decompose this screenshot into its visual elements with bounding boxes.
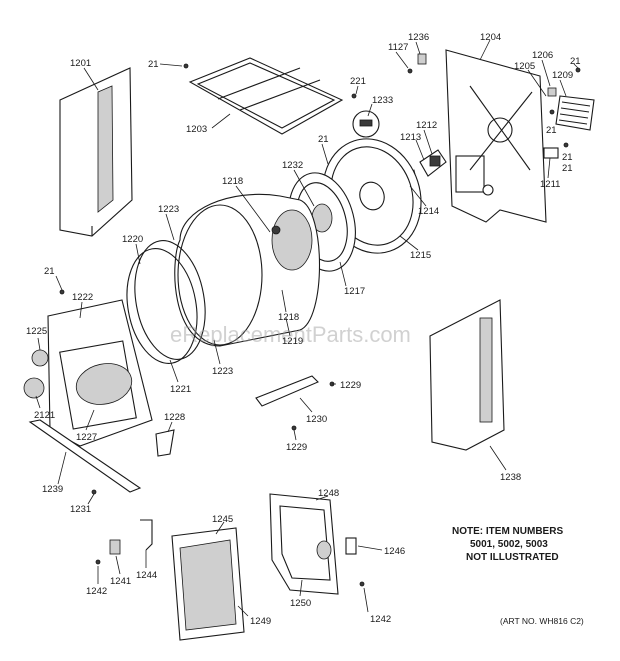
front-panel: [47, 289, 153, 447]
callout-label: 1239: [42, 484, 63, 495]
callout-label: 1245: [212, 514, 233, 525]
callout-label: 1229: [340, 380, 361, 391]
note-line-1: NOTE: ITEM NUMBERS: [452, 526, 563, 537]
callout-label: 1238: [500, 472, 521, 483]
foot-part: [155, 429, 175, 457]
callout-label: 1213: [400, 132, 421, 143]
callout-label: 1242: [86, 586, 107, 597]
callout-label: 1231: [70, 504, 91, 515]
callout-label: 1220: [122, 234, 143, 245]
callout-label: 1242: [370, 614, 391, 625]
latch-part: [345, 537, 357, 555]
door-switch-parts: [23, 349, 49, 399]
right-side-panel: [429, 299, 505, 451]
callout-label: 21: [44, 266, 55, 277]
callout-label: 1236: [408, 32, 429, 43]
callout-label: 21: [562, 152, 573, 163]
callout-label: 1221: [170, 384, 191, 395]
access-panel: [171, 527, 245, 641]
callout-label: 1127: [388, 42, 408, 53]
callout-label: 1201: [70, 58, 91, 69]
rear-clips: [407, 53, 427, 74]
callout-label: 1249: [250, 616, 271, 627]
callout-label: 1205: [514, 61, 535, 72]
callout-label: 1212: [416, 120, 437, 131]
callout-label: 1218: [278, 312, 299, 323]
vent-grille: [543, 67, 595, 159]
note-block: NOTE: ITEM NUMBERS 5001, 5002, 5003 NOT …: [452, 526, 563, 563]
callout-label: 21: [148, 59, 159, 70]
left-side-panel: [59, 67, 133, 237]
callout-label: 1211: [540, 179, 560, 190]
callout-label: 21: [318, 134, 329, 145]
callout-label: 1230: [306, 414, 327, 425]
callout-label: 1228: [164, 412, 185, 423]
callout-label: 1232: [282, 160, 303, 171]
callout-label: 21: [570, 56, 581, 67]
callout-label: 1233: [372, 95, 393, 106]
leader-lines: [35, 39, 579, 617]
callout-label: 2121: [34, 410, 55, 421]
bracket: [255, 375, 335, 431]
watermark: eReplacementParts.com: [170, 322, 411, 347]
art-number: (ART NO. WH816 C2): [500, 616, 584, 626]
callout-label: 1218: [222, 176, 243, 187]
callout-label: 1215: [410, 250, 431, 261]
callout-label: 21: [562, 163, 573, 174]
callout-label: 1244: [136, 570, 157, 581]
callout-label: 1222: [72, 292, 93, 303]
rear-panel: [445, 49, 547, 223]
callout-label: 1223: [212, 366, 233, 377]
callout-label: 21: [546, 125, 557, 136]
sensor-part: [351, 93, 380, 138]
callout-labels: 1201 21 1203 221 1233 1236 1127 1204 120…: [26, 32, 581, 627]
drum: [174, 193, 320, 347]
callout-label: 1241: [110, 576, 131, 587]
callout-label: 1217: [344, 286, 365, 297]
note-line-3: NOT ILLUSTRATED: [466, 552, 559, 563]
callout-label: 1225: [26, 326, 47, 337]
hinge-parts: [95, 519, 365, 587]
callout-label: 1223: [158, 204, 179, 215]
callout-label: 221: [350, 76, 366, 87]
callout-label: 1203: [186, 124, 207, 135]
callout-label: 1214: [418, 206, 439, 217]
callout-label: 1206: [532, 50, 553, 61]
callout-label: 1219: [282, 336, 303, 347]
callout-label: 1229: [286, 442, 307, 453]
front-seals: [126, 240, 206, 364]
callout-label: 1246: [384, 546, 405, 557]
top-cover: [183, 57, 344, 135]
callout-label: 1209: [552, 70, 573, 81]
callout-label: 1250: [290, 598, 311, 609]
callout-label: 1204: [480, 32, 501, 43]
callout-label: 1227: [76, 432, 97, 443]
access-cover: [269, 493, 339, 595]
callout-label: 1248: [318, 488, 339, 499]
note-line-2: 5001, 5002, 5003: [470, 539, 548, 550]
